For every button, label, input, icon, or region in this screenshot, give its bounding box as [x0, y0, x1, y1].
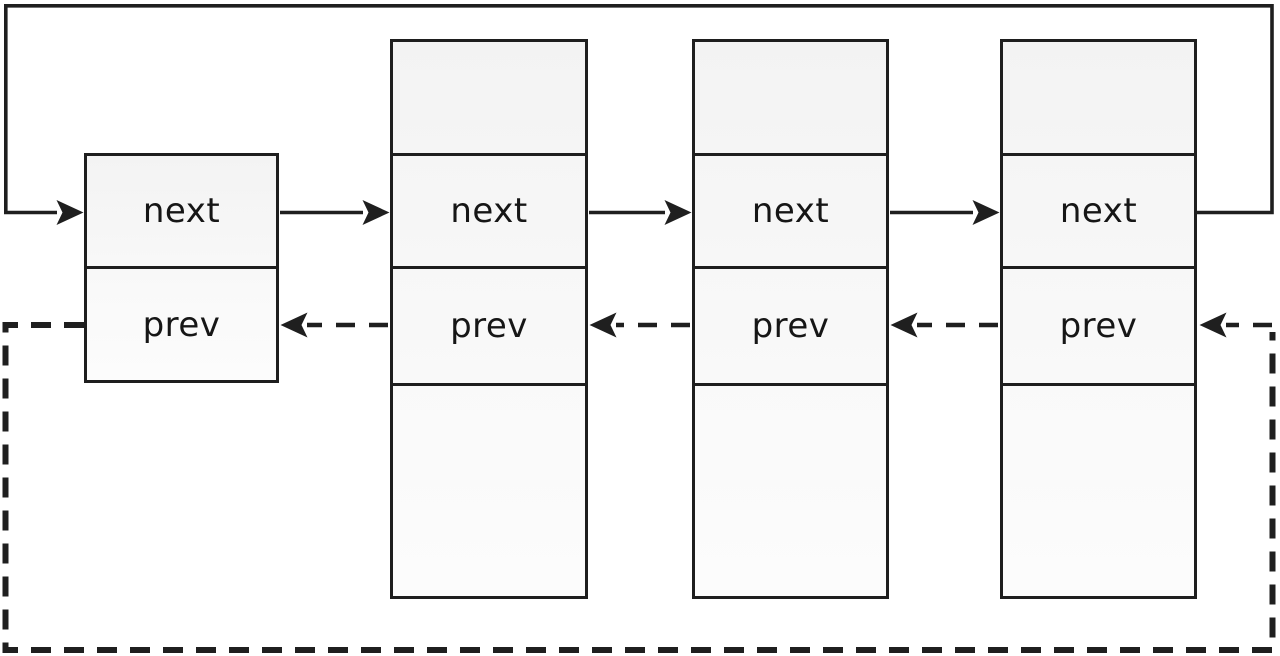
node-2-data-cell: [393, 42, 585, 153]
node-2-bottom-cell: [393, 383, 585, 596]
node-4: next prev: [1000, 39, 1197, 599]
node-2-next-label: next: [450, 191, 528, 231]
node-3-bottom-cell: [695, 383, 886, 596]
node-4-data-cell: [1003, 42, 1194, 153]
node-2-prev-label: prev: [450, 306, 528, 346]
node-2-next-cell: next: [393, 153, 585, 266]
node-4-prev-cell: prev: [1003, 266, 1194, 383]
node-3-next-label: next: [751, 191, 830, 231]
node-3: next prev: [692, 39, 889, 599]
node-4-bottom-cell: [1003, 383, 1194, 596]
node-1-next-label: next: [142, 191, 221, 231]
node-1-prev-label: prev: [142, 304, 221, 345]
node-4-prev-label: prev: [1059, 306, 1138, 346]
node-1: next prev: [84, 153, 279, 383]
node-4-next-cell: next: [1003, 153, 1194, 266]
node-3-data-cell: [695, 42, 886, 153]
node-4-next-label: next: [1059, 191, 1138, 231]
node-2-prev-cell: prev: [393, 266, 585, 383]
node-3-next-cell: next: [695, 153, 886, 266]
node-2: next prev: [390, 39, 588, 599]
node-1-next-cell: next: [87, 156, 276, 266]
node-3-prev-label: prev: [751, 306, 830, 346]
node-3-prev-cell: prev: [695, 266, 886, 383]
node-1-prev-cell: prev: [87, 266, 276, 380]
